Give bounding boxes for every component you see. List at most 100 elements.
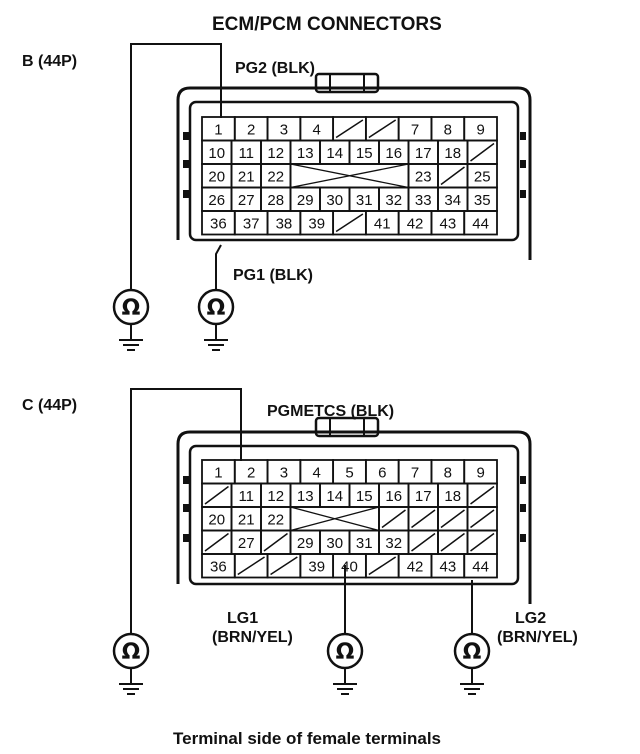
connector-c-label: C (44P)	[22, 397, 77, 414]
connector-c-lg1-label: LG1	[227, 610, 258, 627]
connector-c-pin-12: 12	[267, 488, 284, 505]
connector-b-pin-41: 41	[374, 215, 391, 232]
connector-b-pin-43: 43	[439, 215, 456, 232]
connector-c-pin-14: 14	[326, 488, 343, 505]
footer-caption: Terminal side of female terminals	[173, 729, 441, 748]
connector-b-pin-1: 1	[214, 121, 222, 138]
connector-c-pin-2: 2	[247, 464, 255, 481]
connector-c-pin-42: 42	[407, 558, 424, 575]
connector-c-pin-11: 11	[238, 488, 254, 505]
connector-c-empty-cavity-mark	[470, 532, 495, 552]
connector-b-pin-15: 15	[356, 145, 373, 162]
connector-b-latch	[314, 72, 380, 94]
connector-b-pin-31: 31	[356, 192, 373, 209]
connector-c-pin-15: 15	[356, 488, 373, 505]
connector-c-pin-30: 30	[326, 535, 343, 552]
connector-b-pin-9: 9	[476, 121, 484, 138]
connector-b-empty-cavity-mark	[335, 119, 364, 139]
connector-c-empty-cavity-mark	[411, 532, 436, 552]
connector-b-pin-25: 25	[474, 168, 491, 185]
connector-b-pin-20: 20	[208, 168, 225, 185]
connector-b-pin-4: 4	[313, 121, 321, 138]
connector-c-pgmetcs-ohm-icon: Ω	[122, 640, 141, 665]
connector-b-pin-42: 42	[407, 215, 424, 232]
connector-b-empty-cavity-mark	[335, 213, 364, 233]
connector-b-pin-36: 36	[210, 215, 227, 232]
connector-c-probe-wire-pgmetcs	[130, 388, 242, 634]
connector-b-side-key	[183, 160, 189, 168]
connector-b-pg1-ohm-icon: Ω	[207, 296, 226, 321]
connector-c-pin-9: 9	[476, 464, 484, 481]
connector-b-pin-28: 28	[267, 192, 284, 209]
connector-c-pin-22: 22	[267, 511, 284, 528]
connector-c-empty-cavity-mark	[237, 556, 265, 576]
connector-b-housing	[176, 72, 532, 260]
connector-b-pin-44: 44	[472, 215, 489, 232]
connector-c-empty-cavity-mark	[368, 556, 397, 576]
connector-c-empty-cavity-mark	[470, 509, 495, 529]
connector-b-pin-39: 39	[308, 215, 325, 232]
connector-b-empty-cavity-mark	[440, 166, 465, 186]
connector-c-side-key	[520, 504, 526, 512]
connector-c-pin-6: 6	[378, 464, 386, 481]
connector-b-pin-33: 33	[415, 192, 432, 209]
connector-c-empty-cavity-mark	[440, 509, 465, 529]
diagram-title: ECM/PCM CONNECTORS	[212, 14, 442, 35]
connector-c-side-key	[183, 476, 189, 484]
connector-b-pin-2: 2	[247, 121, 255, 138]
connector-c-pin-13: 13	[297, 488, 314, 505]
connector-c-pin-17: 17	[415, 488, 432, 505]
connector-b-label: B (44P)	[22, 53, 77, 70]
connector-b-top-name: PG2 (BLK)	[235, 60, 315, 77]
connector-b-inner-shell	[188, 100, 520, 242]
connector-c-empty-cavity-mark	[270, 556, 298, 576]
connector-c-lg1-ohm-icon: Ω	[336, 640, 355, 665]
connector-c-cavity	[463, 553, 498, 579]
connector-c-pin-21: 21	[238, 511, 255, 528]
connector-c-pin-16: 16	[385, 488, 402, 505]
connector-c-side-key	[183, 534, 189, 542]
connector-b-pin-13: 13	[297, 145, 314, 162]
connector-c-side-key	[520, 534, 526, 542]
connector-c-outer-shell	[176, 430, 532, 604]
connector-b-side-key	[183, 190, 189, 198]
connector-b-side-key	[520, 160, 526, 168]
connector-b-pin-11: 11	[238, 145, 254, 162]
connector-c-side-key	[183, 504, 189, 512]
connector-c-latch	[314, 416, 380, 438]
connector-b-pin-23: 23	[415, 168, 432, 185]
connector-b-pin-30: 30	[326, 192, 343, 209]
connector-c-pin-40: 40	[341, 558, 358, 575]
connector-c-housing	[176, 416, 532, 604]
connector-b-side-key	[183, 132, 189, 140]
connector-b-pin-16: 16	[385, 145, 402, 162]
connector-c-side-key	[520, 476, 526, 484]
connector-b-empty-cavity-mark	[470, 142, 495, 162]
connector-c-inner-shell	[188, 444, 520, 586]
connector-b-pin-27: 27	[238, 192, 255, 209]
connector-c-empty-cavity-mark	[411, 509, 436, 529]
connector-c-pin-5: 5	[345, 464, 353, 481]
connector-c-pin-18: 18	[444, 488, 461, 505]
connector-c-empty-cavity-mark	[204, 532, 229, 552]
connector-c-pin-36: 36	[210, 558, 227, 575]
connector-c-pin-31: 31	[356, 535, 373, 552]
connector-b-pin-18: 18	[444, 145, 461, 162]
connector-b-pin-35: 35	[474, 192, 491, 209]
connector-c-empty-cavity-mark	[470, 485, 495, 505]
connector-b-pin-32: 32	[385, 192, 402, 209]
connector-c-empty-cavity-mark	[204, 485, 229, 505]
connector-c-top-name: PGMETCS (BLK)	[267, 403, 394, 420]
connector-b-side-key	[520, 190, 526, 198]
connector-b-pin-26: 26	[208, 192, 225, 209]
connector-b-outer-shell	[176, 86, 532, 260]
connector-c-pin-39: 39	[308, 558, 325, 575]
connector-b-cavity	[463, 210, 498, 236]
connector-c-lg2-ohm-icon: Ω	[463, 640, 482, 665]
connector-c-pin-29: 29	[297, 535, 314, 552]
connector-c-lg2-color: (BRN/YEL)	[497, 629, 578, 646]
connector-b-pin-3: 3	[280, 121, 288, 138]
connector-c-pin-8: 8	[444, 464, 452, 481]
